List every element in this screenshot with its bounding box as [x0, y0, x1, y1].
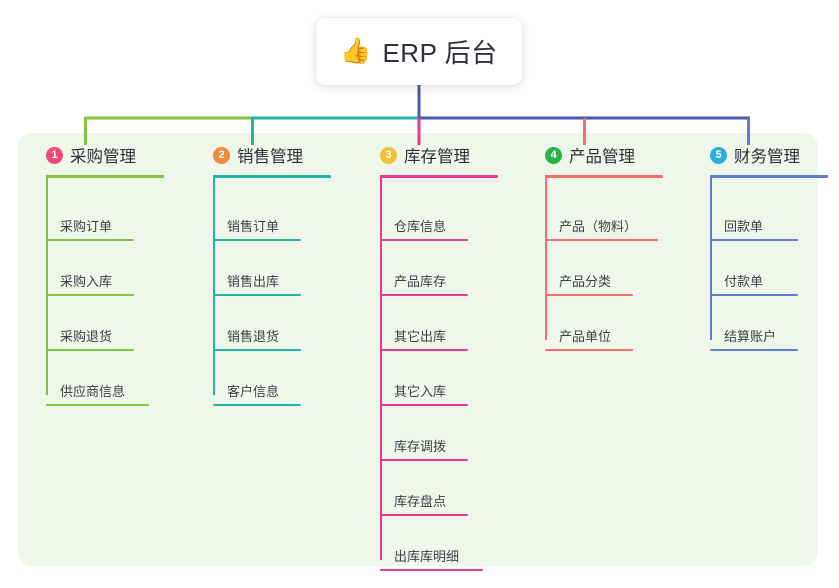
leaf-item[interactable]: 其它出库 [380, 307, 468, 351]
leaf-item[interactable]: 销售退货 [213, 307, 301, 351]
leaf-label: 采购退货 [60, 329, 113, 344]
leaf-item[interactable]: 产品（物料） [545, 197, 658, 241]
leaf-rule [46, 349, 134, 351]
leaf-rule [213, 294, 301, 296]
branch-badge-4: 4 [545, 146, 562, 164]
leaf-rule [545, 349, 633, 351]
branch-badge-5: 5 [710, 146, 727, 164]
branch-header-1[interactable]: 1 采购管理 [28, 143, 136, 167]
leaf-rule [213, 239, 301, 241]
branch-header-3[interactable]: 3 库存管理 [362, 143, 470, 167]
leaf-rule [46, 294, 134, 296]
leaf-label: 结算账户 [724, 329, 777, 344]
branch-title-2: 销售管理 [237, 148, 303, 166]
branch-rule-3 [380, 175, 498, 178]
leaf-label: 回款单 [724, 219, 764, 234]
leaf-rule [213, 349, 301, 351]
branch-title-1: 采购管理 [70, 148, 136, 166]
leaf-item[interactable]: 付款单 [710, 252, 798, 296]
branch-spine-1 [46, 175, 48, 395]
leaf-item[interactable]: 采购入库 [46, 252, 134, 296]
leaf-label: 库存盘点 [394, 494, 447, 509]
leaf-rule [710, 239, 798, 241]
leaf-item[interactable]: 回款单 [710, 197, 798, 241]
leaf-label: 仓库信息 [394, 219, 447, 234]
leaf-item[interactable]: 仓库信息 [380, 197, 468, 241]
leaf-item[interactable]: 采购订单 [46, 197, 134, 241]
leaf-rule [380, 294, 468, 296]
leaf-item[interactable]: 产品分类 [545, 252, 633, 296]
branch-rule-5 [710, 175, 828, 178]
leaf-rule [710, 294, 798, 296]
leaf-item[interactable]: 供应商信息 [46, 362, 149, 406]
leaf-item[interactable]: 库存调拨 [380, 417, 468, 461]
leaf-label: 销售退货 [227, 329, 280, 344]
leaf-rule [380, 404, 468, 406]
branch-title-4: 产品管理 [569, 148, 635, 166]
leaf-label: 采购订单 [60, 219, 113, 234]
branch-column-1: 1 采购管理 采购订单 采购入库 采购退货 供应商信息 [28, 143, 164, 406]
branch-spine-3 [380, 175, 382, 560]
leaf-rule [380, 349, 468, 351]
branch-header-5[interactable]: 5 财务管理 [692, 143, 800, 167]
branch-rule-4 [545, 175, 663, 178]
thumbs-up-icon: 👍 [340, 37, 372, 65]
branch-column-4: 4 产品管理 产品（物料） 产品分类 产品单位 [527, 143, 663, 351]
leaf-item[interactable]: 产品库存 [380, 252, 468, 296]
leaf-label: 其它入库 [394, 384, 447, 399]
leaf-label: 库存调拨 [394, 439, 447, 454]
leaf-item[interactable]: 客户信息 [213, 362, 301, 406]
leaf-rule [545, 239, 658, 241]
leaf-rule [545, 294, 633, 296]
leaf-item[interactable]: 采购退货 [46, 307, 134, 351]
branch-rule-2 [213, 175, 331, 178]
leaf-label: 销售订单 [227, 219, 280, 234]
leaf-label: 付款单 [724, 274, 764, 289]
leaf-item[interactable]: 销售订单 [213, 197, 301, 241]
leaf-label: 产品库存 [394, 274, 447, 289]
leaf-rule [380, 514, 468, 516]
leaf-label: 出库库明细 [394, 549, 460, 564]
leaf-label: 产品分类 [559, 274, 612, 289]
branch-spine-5 [710, 175, 712, 340]
leaf-item[interactable]: 结算账户 [710, 307, 798, 351]
leaf-label: 产品单位 [559, 329, 612, 344]
leaf-rule [46, 404, 149, 406]
branch-rule-1 [46, 175, 164, 178]
leaf-rule [380, 239, 468, 241]
leaf-rule [710, 349, 798, 351]
leaf-label: 客户信息 [227, 384, 280, 399]
leaf-label: 其它出库 [394, 329, 447, 344]
branch-column-3: 3 库存管理 仓库信息 产品库存 其它出库 其它入库 库存调拨 库存盘点 [362, 143, 498, 571]
branch-title-3: 库存管理 [404, 148, 470, 166]
branch-header-4[interactable]: 4 产品管理 [527, 143, 635, 167]
leaf-label: 产品（物料） [559, 219, 638, 234]
leaf-rule [213, 404, 301, 406]
branch-header-2[interactable]: 2 销售管理 [195, 143, 303, 167]
leaf-item[interactable]: 销售出库 [213, 252, 301, 296]
branch-badge-2: 2 [213, 146, 230, 164]
leaf-label: 采购入库 [60, 274, 113, 289]
root-node-label: ERP 后台 [382, 38, 498, 68]
leaf-label: 销售出库 [227, 274, 280, 289]
branch-badge-3: 3 [380, 146, 397, 164]
root-node[interactable]: 👍 ERP 后台 [316, 18, 522, 85]
leaf-rule [380, 569, 483, 571]
leaf-item[interactable]: 出库库明细 [380, 527, 483, 571]
branch-column-2: 2 销售管理 销售订单 销售出库 销售退货 客户信息 [195, 143, 331, 406]
leaf-rule [380, 459, 468, 461]
branch-spine-2 [213, 175, 215, 395]
leaf-label: 供应商信息 [60, 384, 126, 399]
leaf-item[interactable]: 库存盘点 [380, 472, 468, 516]
branch-spine-4 [545, 175, 547, 340]
leaf-rule [46, 239, 134, 241]
branch-badge-1: 1 [46, 146, 63, 164]
branch-title-5: 财务管理 [734, 148, 800, 166]
leaf-item[interactable]: 其它入库 [380, 362, 468, 406]
branch-column-5: 5 财务管理 回款单 付款单 结算账户 [692, 143, 828, 351]
leaf-item[interactable]: 产品单位 [545, 307, 633, 351]
